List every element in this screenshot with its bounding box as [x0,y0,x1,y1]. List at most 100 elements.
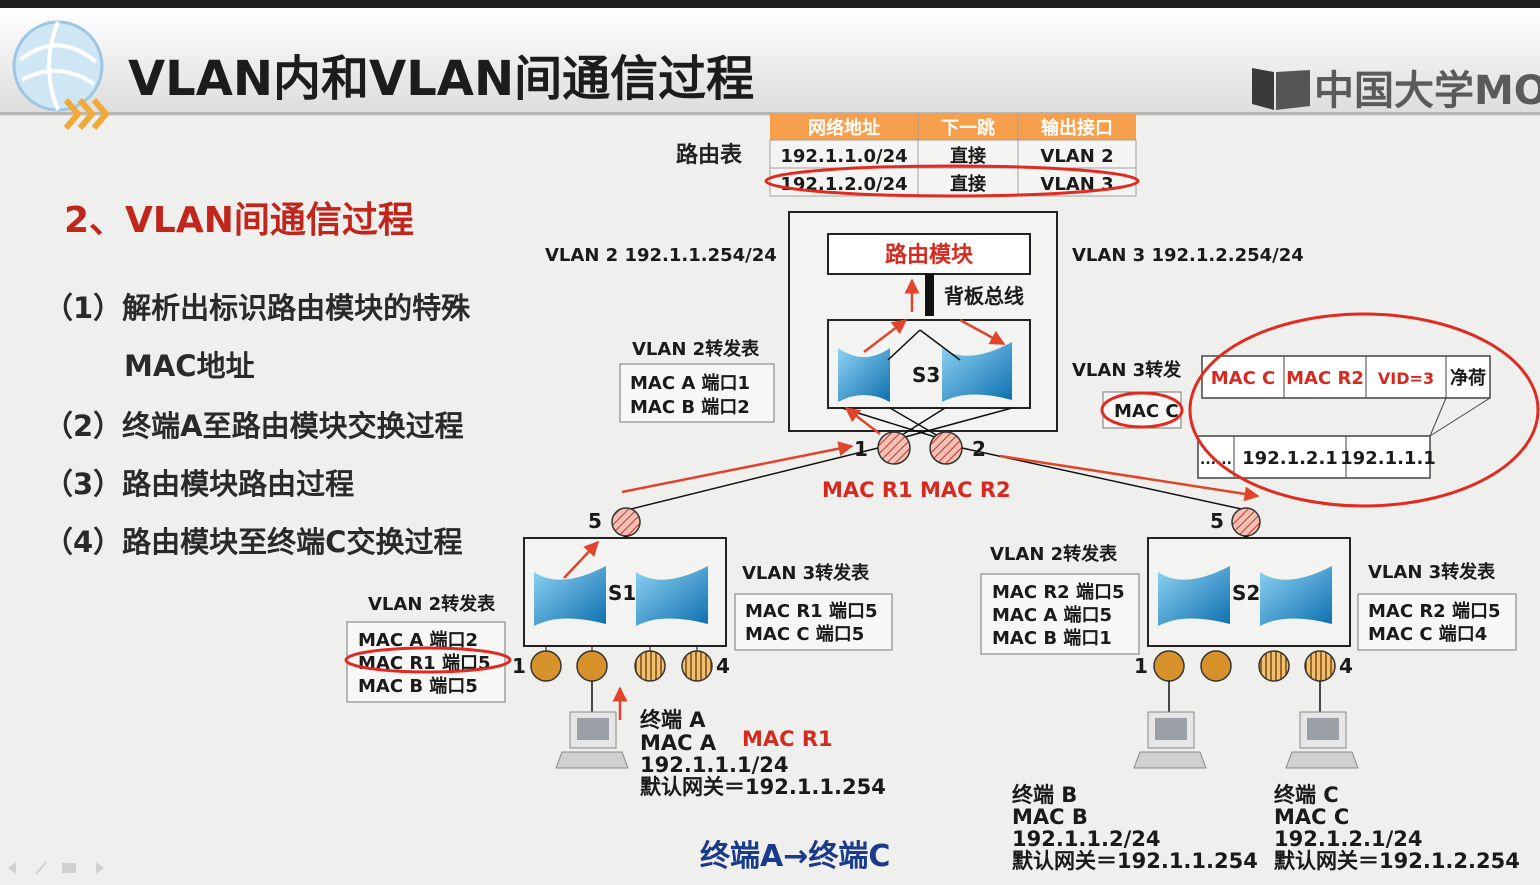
nav-menu-icon[interactable] [62,863,76,873]
s1-port-1-label: 1 [512,654,526,678]
rt-header-nexthop: 下一跳 [941,117,995,139]
s2-vlan2-row-3: MAC B 端口1 [992,628,1112,649]
s2-module-left-icon [1158,566,1230,626]
rt-row2-nexthop: 直接 [950,173,986,195]
slide-nav-icons[interactable] [8,861,104,875]
s2-vlan3-table [1357,593,1517,651]
s1-vlan2-table [346,621,506,703]
s3-vlan2-row-2: MAC B 端口2 [630,397,750,418]
s2-vlan3-row-1: MAC R2 端口5 [1368,601,1501,622]
terminal-b-mac: MAC B [1012,805,1088,829]
backplane-bus-label: 背板总线 [944,284,1024,308]
s2-port-1 [1153,650,1185,682]
s1-vlan2-table-title: VLAN 2转发表 [368,593,496,615]
router-macs: MAC R1 MAC R2 [822,478,1011,502]
s2-vlan2-row-1: MAC R2 端口5 [992,582,1125,603]
s1-port-5-label: 5 [588,509,602,533]
s1-vlan3-table-title: VLAN 3转发表 [742,562,870,584]
s2-port-4 [1304,650,1336,682]
terminal-a-computer-icon [555,711,629,769]
s2-vlan2-table [980,573,1140,655]
rt-row2-highlight [764,164,1140,198]
s2-vlan2-row-2: MAC A 端口5 [992,605,1112,626]
frame-dst-mac: MAC C [1211,368,1276,389]
step-4: （4）路由模块至终端C交换过程 [44,525,462,559]
s1-vlan3-row-2: MAC C 端口5 [745,624,864,645]
chevrons-icon [63,98,110,130]
s2-port-3 [1258,650,1290,682]
terminal-c-mac: MAC C [1274,805,1349,829]
s3-module-right-icon [942,342,1012,402]
s1-vlan2-row2-highlight [344,646,512,674]
s3-vlan3-table-title: VLAN 3转发 [1072,359,1182,381]
s3-module-left-icon [838,348,890,402]
nav-next-icon[interactable] [96,862,104,874]
flow-caption: 终端A→终端C [700,839,890,874]
nav-pen-icon[interactable] [35,861,47,875]
s1-vlan3-table [734,593,893,651]
s1-vlan2-row-3: MAC B 端口5 [358,676,478,697]
terminal-b-ip: 192.1.1.2/24 [1012,827,1161,851]
vlan3-interface: VLAN 3 192.1.2.254/24 [1072,245,1304,266]
s1-port-3 [634,650,666,682]
rt-row1-nexthop: 直接 [950,145,986,167]
s3-vlan3-row-1: MAC C [1114,401,1179,422]
section-title: 2、VLAN间通信过程 [64,200,414,241]
s2-vlan3-table-title: VLAN 3转发表 [1368,561,1496,583]
s1-module-right-icon [636,566,708,626]
s1-vlan3-row-1: MAC R1 端口5 [745,601,878,622]
terminal-c-computer-icon [1285,711,1359,769]
s2-vlan2-table-title: VLAN 2转发表 [990,543,1118,565]
routing-module-label: 路由模块 [885,242,974,268]
terminal-c-gateway: 默认网关＝192.1.2.254 [1274,849,1520,873]
s1-port-5 [611,507,641,537]
globe-logo-icon [12,20,104,112]
s3-port-1-label: 1 [854,437,868,461]
s2-port-1-label: 1 [1134,654,1148,678]
rt-row1-network: 192.1.1.0/24 [780,146,907,167]
vlan2-interface: VLAN 2 192.1.1.254/24 [545,245,777,266]
s1-label: S1 [608,581,636,605]
frame-src-mac: MAC R2 [1286,368,1364,389]
s2-port-5-label: 5 [1210,509,1224,533]
terminal-b-gateway: 默认网关＝192.1.1.254 [1012,849,1258,873]
terminal-a-gateway: 默认网关＝192.1.1.254 [640,775,886,799]
top-bar [0,0,1540,8]
slide-title: VLAN内和VLAN间通信过程 [128,51,754,107]
rt-header-network: 网络地址 [808,117,880,139]
s2-label: S2 [1232,581,1260,605]
step-2: （2）终端A至路由模块交换过程 [44,409,464,443]
frame-dst-ip: 192.1.2.1 [1242,448,1338,469]
backplane-bus [925,274,934,316]
step-3: （3）路由模块路由过程 [44,467,354,501]
frame-vid: VID=3 [1378,369,1434,388]
s1-port-1 [530,650,562,682]
s3-port-1 [877,431,911,465]
terminal-b-name: 终端 B [1012,783,1077,807]
terminal-a-dst-mac: MAC R1 [742,727,833,751]
routing-module [827,233,1031,275]
s3-vlan2-table [619,363,775,423]
s1-vlan2-row-2: MAC R1 端口5 [358,653,491,674]
s1-port-4 [681,650,713,682]
step-1-cont: MAC地址 [124,349,255,383]
s1-vlan2-row-1: MAC A 端口2 [358,630,478,651]
s3-port-2-label: 2 [972,437,986,461]
nav-prev-icon[interactable] [8,862,16,874]
s1-module-left-icon [534,566,606,626]
s3-vlan3-highlight [1100,391,1184,429]
s2-vlan3-row-2: MAC C 端口4 [1368,624,1487,645]
s2-module-right-icon [1260,566,1332,626]
routing-table: 网络地址 下一跳 输出接口 192.1.1.0/24 直接 VLAN 2 192… [769,113,1137,197]
terminal-b-computer-icon [1133,711,1207,769]
terminal-c-name: 终端 C [1274,783,1339,807]
s2-port-4-label: 4 [1339,654,1353,678]
s1-port-4-label: 4 [716,654,730,678]
mooc-logo-icon [1252,68,1310,110]
rt-header-iface: 输出接口 [1041,117,1113,139]
s3-port-2 [929,431,963,465]
terminal-a-mac: MAC A [640,731,717,755]
frame-src-ip: 192.1.1.1 [1340,448,1436,469]
